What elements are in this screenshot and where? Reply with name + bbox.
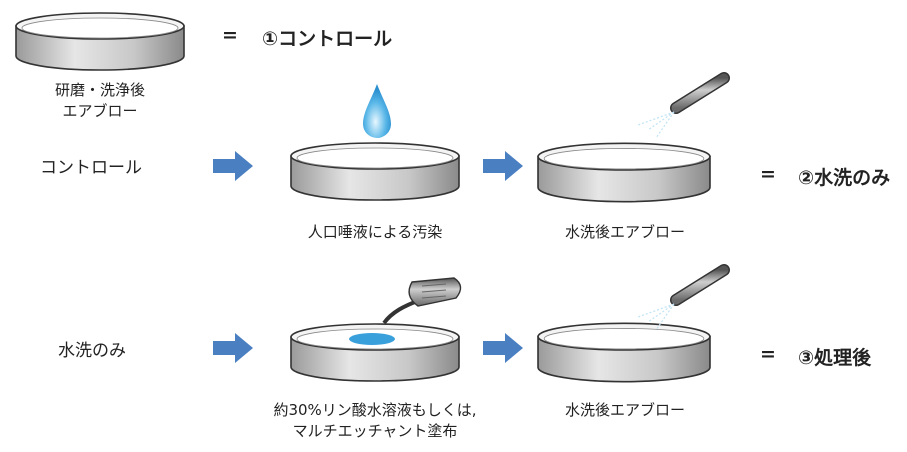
row2-step1-caption-line1: 約30%リン酸水溶液もしくは, [273, 401, 477, 419]
top-equals: = [222, 24, 238, 46]
reference-caption-line2: エアブロー [62, 102, 138, 120]
row2-arrow-icon-1 [213, 333, 253, 363]
row1-arrow-icon-1 [213, 151, 253, 181]
row1-label: コントロール [40, 158, 142, 178]
row2-arrow-icon-2 [483, 333, 523, 363]
row2-step1-caption: 約30%リン酸水溶液もしくは, マルチエッチャント塗布 [240, 400, 510, 442]
row2-step1-caption-line2: マルチエッチャント塗布 [292, 422, 458, 440]
row2-label: 水洗のみ [58, 341, 126, 361]
air-nozzle-icon [637, 72, 730, 139]
reference-caption: 研磨・洗浄後 エアブロー [20, 80, 180, 122]
row1-result: ②水洗のみ [798, 167, 891, 189]
row2-dish-icon-1 [290, 323, 460, 382]
applicator-icon [382, 277, 462, 325]
reference-caption-line1: 研磨・洗浄後 [54, 81, 145, 99]
row2-result: ③処理後 [798, 347, 872, 369]
etchant-liquid [349, 333, 395, 345]
top-result: ①コントロール [262, 28, 393, 50]
air-nozzle-icon-2 [637, 264, 730, 331]
row2-dish-icon-2 [537, 322, 711, 383]
row1-dish-icon-1 [290, 142, 460, 201]
row1-arrow-icon-2 [483, 151, 523, 181]
reference-dish-icon [15, 12, 185, 71]
row1-dish-icon-2 [537, 142, 711, 203]
row2-equals: = [760, 343, 776, 365]
water-drop-icon [363, 84, 391, 138]
row2-step2-caption: 水洗後エアブロー [564, 401, 685, 419]
row1-step2-caption: 水洗後エアブロー [564, 223, 685, 241]
row1-equals: = [760, 163, 776, 185]
row1-step1-caption: 人口唾液による汚染 [307, 223, 443, 241]
